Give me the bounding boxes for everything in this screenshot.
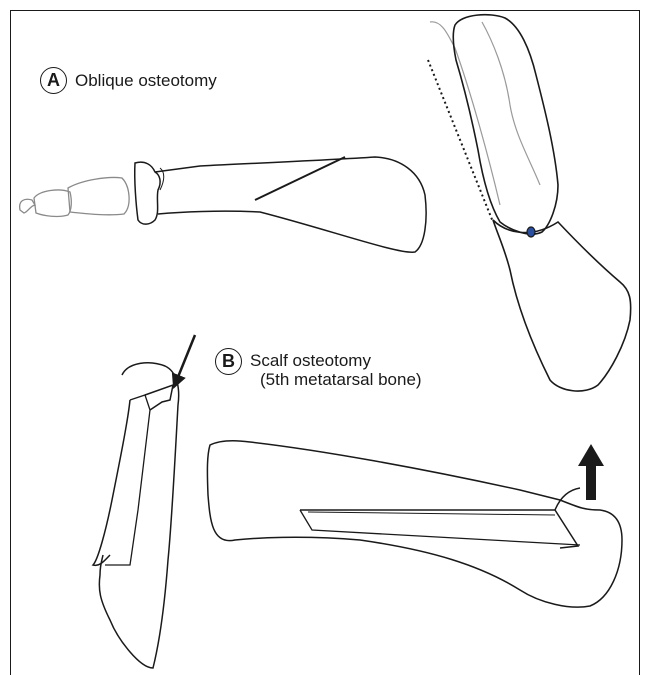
metatarsal-a bbox=[135, 157, 426, 252]
panel-b-label: B Scalf osteotomy (5th metatarsal bone) bbox=[215, 348, 422, 389]
toe-phalanges bbox=[20, 177, 129, 216]
upward-arrow bbox=[578, 444, 604, 500]
panel-b-caption-line2: (5th metatarsal bone) bbox=[260, 370, 422, 389]
pointer-arrow bbox=[176, 335, 195, 382]
oblique-fragment bbox=[428, 15, 631, 391]
panel-a-badge: A bbox=[40, 67, 67, 94]
panel-a-caption: Oblique osteotomy bbox=[75, 71, 217, 90]
metatarsal-b-dorsal bbox=[93, 363, 179, 668]
metatarsal-b-lateral bbox=[207, 441, 622, 607]
panel-a-label: A Oblique osteotomy bbox=[40, 67, 217, 94]
panel-b-caption-line1: Scalf osteotomy bbox=[250, 351, 422, 370]
panel-b-badge: B bbox=[215, 348, 242, 375]
